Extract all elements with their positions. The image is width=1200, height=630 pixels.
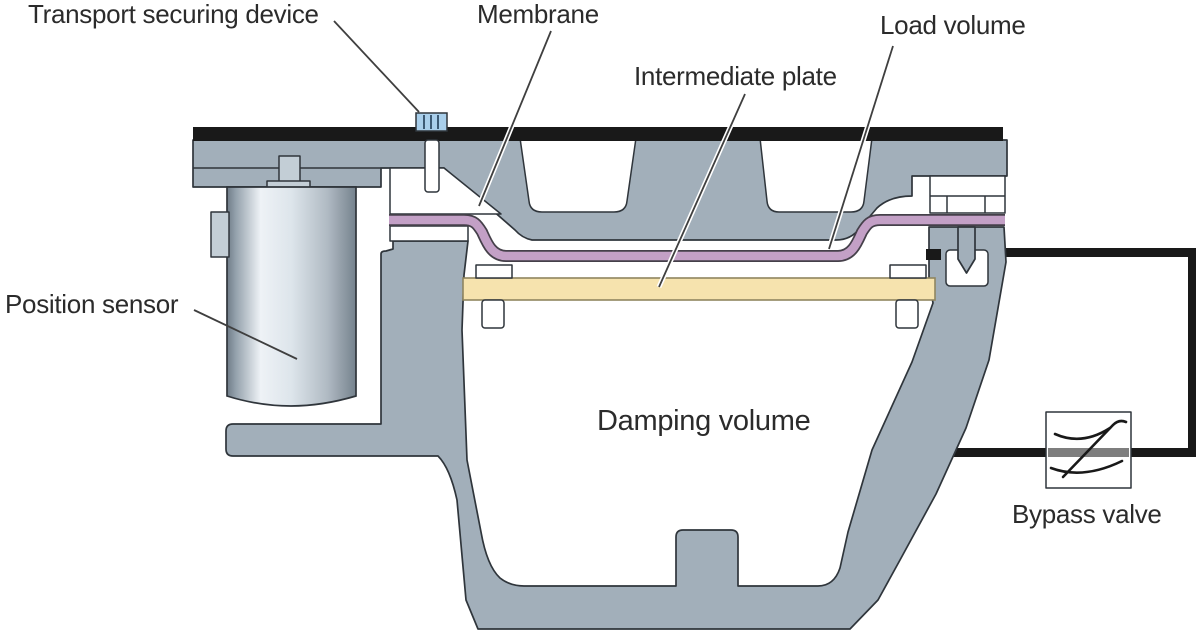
label-bypass-valve: Bypass valve [1012,499,1162,529]
plate-bolt-right [889,264,927,329]
leader-position-sensor [193,309,298,360]
label-transport-securing-device: Transport securing device [28,0,319,29]
label-membrane: Membrane [477,0,599,29]
label-load-volume: Load volume [880,10,1026,40]
leader-load-volume [826,45,896,250]
leader-lines [193,20,896,360]
mass-pocket-left [519,137,637,213]
label-damping-volume: Damping volume [597,405,811,437]
vertical-pipe [1188,248,1196,457]
mass-pocket-right [759,137,873,213]
valve-inner-pipe [1048,448,1129,457]
position-sensor-assembly [210,155,357,407]
pipe-port-stub [926,249,941,260]
valve-arrow [1061,419,1128,479]
valve-arc-bottom [1049,459,1124,474]
sensor-connector [210,211,230,258]
intermediate-plate-shape [462,277,936,301]
leader-transport [333,20,420,113]
membrane-clamp-right [929,175,1006,214]
plate-bolt-left [475,264,513,329]
membrane-clamp-left-lower [389,225,469,242]
top-platform-bar [193,127,1003,141]
transport-bolt-shaft [424,139,440,193]
valve-arc-top [1053,426,1112,441]
tank-body [225,226,1007,630]
label-position-sensor: Position sensor [5,289,179,319]
label-intermediate-plate: Intermediate plate [634,61,837,91]
upper-pipe [1004,248,1196,257]
bypass-valve-symbol [1045,411,1132,489]
guide-pin [957,226,976,274]
transport-securing-bolt [415,112,448,193]
leader-membrane [476,30,554,207]
sensor-cylinder [226,186,357,407]
leader-intermediate-plate [656,92,748,289]
sensor-mount-bolt-shaft [278,155,301,185]
